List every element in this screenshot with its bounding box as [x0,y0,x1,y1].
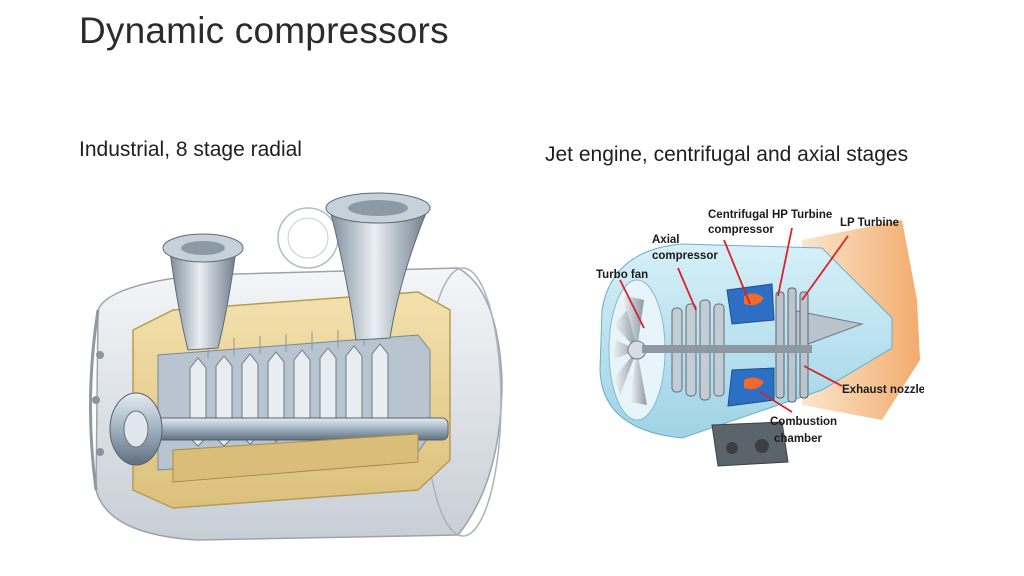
right-caption: Jet engine, centrifugal and axial stages [545,143,909,166]
label-centrifugal-2: compressor [708,224,774,236]
turbo-fan-blades [608,279,666,421]
left-caption: Industrial, 8 stage radial [79,138,302,161]
jet-engine-illustration: Centrifugal compressor HP Turbine LP Tur… [592,200,924,472]
label-turbo-fan: Turbo fan [596,269,648,281]
label-hp-turbine: HP Turbine [772,209,832,221]
radial-compressor-illustration [78,190,510,550]
label-axial-1: Axial [652,234,680,246]
inlet-nozzle [162,233,244,351]
label-axial-2: compressor [652,250,718,262]
jet-engine-svg: Centrifugal compressor HP Turbine LP Tur… [596,209,924,467]
label-centrifugal-1: Centrifugal [708,209,769,221]
label-combustion-2: chamber [774,433,822,445]
flange-ring [277,207,339,269]
slide-title: Dynamic compressors [79,10,449,51]
label-combustion-1: Combustion [770,416,837,428]
radial-compressor-svg [88,192,503,541]
outlet-nozzle [325,192,431,341]
label-exhaust-nozzle: Exhaust nozzle [842,384,924,396]
label-lp-turbine: LP Turbine [840,217,899,229]
label-arrows [619,227,849,413]
